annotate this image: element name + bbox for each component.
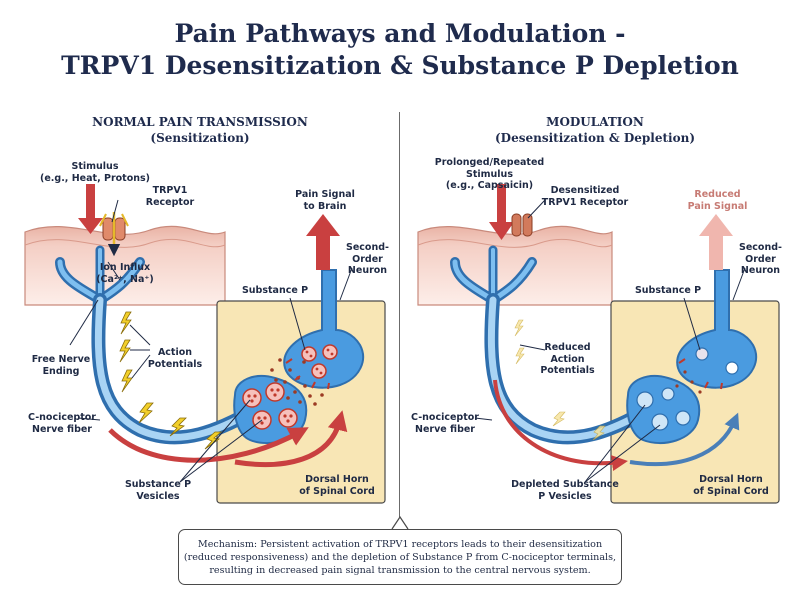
right-stimulus-arrow (489, 184, 514, 240)
left-sp-vesicles-label: Substance P Vesicles (124, 479, 192, 502)
right-nerve-fiber (450, 245, 655, 445)
page-title: Pain Pathways and Modulation - TRPV1 Des… (61, 19, 739, 80)
left-receptor-ticks (285, 358, 330, 390)
right-flow-arrow (493, 379, 628, 471)
left-ion-influx-label: Ion Influx (Ca²⁺, Na⁺) (96, 262, 154, 285)
mechanism-callout: Mechanism: Persistent activation of TRPV… (178, 529, 622, 585)
left-stimulus-arrow (78, 184, 103, 234)
left-second-order-label: Second- Order Neuron (346, 242, 389, 276)
right-reduced-pain-signal-arrow (699, 214, 733, 270)
left-trpv1-receptor (99, 212, 129, 257)
left-pain-signal-arrow (306, 214, 340, 270)
right-substance-p-label: Substance P (634, 285, 702, 296)
left-free-nerve-label: Free Nerve Ending (31, 354, 91, 377)
right-desensitized-trpv1 (511, 213, 533, 237)
left-trpv1-label: TRPV1 Receptor (145, 185, 195, 208)
left-pain-signal-label: Pain Signal to Brain (295, 189, 355, 212)
left-action-potentials (119, 311, 223, 450)
left-action-potentials-label: Action Potentials (147, 347, 203, 370)
right-skin-layer (417, 225, 613, 306)
right-released-substance-p (675, 370, 702, 394)
left-released-substance-p (270, 358, 324, 406)
right-stimulus-label: Prolonged/Repeated Stimulus (e.g., Capsa… (434, 157, 545, 191)
right-c-nociceptor-label: C-nociceptor Nerve fiber (411, 412, 479, 435)
right-dorsal-arrow (629, 412, 740, 467)
right-action-potentials (514, 319, 606, 441)
right-dorsal-horn-label: Dorsal Horn of Spinal Cord (693, 474, 769, 497)
right-receptor-ticks (678, 358, 723, 390)
right-trpv1-label: Desensitized TRPV1 Receptor (541, 185, 629, 208)
left-dorsal-horn-label: Dorsal Horn of Spinal Cord (299, 474, 375, 497)
right-second-order-label: Second- Order Neuron (739, 242, 782, 276)
mechanism-text: Mechanism: Persistent activation of TRPV… (183, 539, 617, 576)
left-leader-lines (69, 199, 353, 483)
left-nerve-fiber (55, 245, 262, 445)
right-depleted-vesicles (636, 347, 739, 431)
callout-pointer (391, 515, 409, 530)
left-flow-arrow (108, 427, 309, 463)
left-dorsal-arrow (234, 410, 348, 467)
right-leader-lines (474, 199, 746, 483)
right-action-potentials-label: Reduced Action Potentials (540, 342, 595, 376)
left-panel-heading: NORMAL PAIN TRANSMISSION (Sensitization) (92, 115, 308, 145)
left-substance-p-label: Substance P (241, 285, 309, 296)
right-pain-signal-label: Reduced Pain Signal (687, 189, 748, 212)
left-stimulus-label: Stimulus (e.g., Heat, Protons) (40, 161, 150, 184)
panel-divider (399, 112, 400, 517)
left-c-nociceptor-label: C-nociceptor Nerve fiber (28, 412, 96, 435)
right-panel-heading: MODULATION (Desensitization & Depletion) (495, 115, 695, 145)
left-substance-p-vesicles (242, 344, 338, 430)
right-sp-vesicles-label: Depleted Substance P Vesicles (511, 479, 619, 502)
